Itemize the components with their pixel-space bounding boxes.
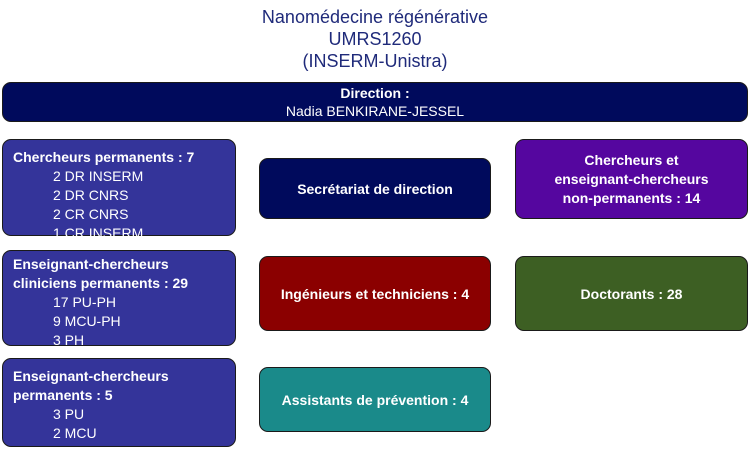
non-permanent-researchers-box: Chercheurs et enseignant-chercheurs non-… [515,139,748,219]
teacher-researchers-title-1: Enseignant-chercheurs [13,368,169,384]
list-item: 2 MCU [53,425,97,441]
clinician-researchers-box: Enseignant-chercheurs cliniciens permane… [2,250,236,348]
non-permanent-line-2: enseignant-chercheurs [554,170,709,187]
secretariat-box: Secrétariat de direction [259,158,491,219]
permanent-researchers-box: Chercheurs permanents : 7 2 DR INSERM 2 … [2,139,236,241]
direction-label: Direction : [340,85,410,101]
list-item: 1 CR INSERM [53,225,144,241]
direction-name: Nadia BENKIRANE-JESSEL [285,103,465,119]
engineers-label: Ingénieurs et techniciens : 4 [280,285,470,302]
list-item: 3 PU [53,406,85,422]
permanent-researchers-title: Chercheurs permanents : 7 [13,149,195,165]
engineers-box: Ingénieurs et techniciens : 4 [259,256,491,331]
teacher-researchers-title-2: permanents : 5 [13,387,113,403]
prevention-assistants-label: Assistants de prévention : 4 [281,391,469,408]
list-item: 2 DR INSERM [53,168,144,184]
title-line-2: UMRS1260 [328,29,422,49]
list-item: 17 PU-PH [53,294,117,310]
doctoral-students-box: Doctorants : 28 [515,256,748,331]
doctoral-students-label: Doctorants : 28 [580,285,683,302]
list-item: 9 MCU-PH [53,313,121,329]
non-permanent-line-1: Chercheurs et [584,151,679,168]
prevention-assistants-box: Assistants de prévention : 4 [259,367,491,432]
secretariat-label: Secrétariat de direction [297,180,453,197]
teacher-researchers-box: Enseignant-chercheurs permanents : 5 3 P… [2,358,236,447]
clinician-researchers-title-1: Enseignant-chercheurs [13,256,169,272]
list-item: 3 PH [53,332,85,348]
org-title: Nanomédecine régénérative UMRS1260 (INSE… [0,6,750,72]
clinician-researchers-title-2: cliniciens permanents : 29 [13,275,189,291]
direction-box: Direction : Nadia BENKIRANE-JESSEL [2,82,748,122]
list-item: 2 CR CNRS [53,206,129,222]
non-permanent-line-3: non-permanents : 14 [562,189,701,206]
title-line-3: (INSERM-Unistra) [302,51,448,71]
list-item: 2 DR CNRS [53,187,129,203]
title-line-1: Nanomédecine régénérative [261,7,489,27]
